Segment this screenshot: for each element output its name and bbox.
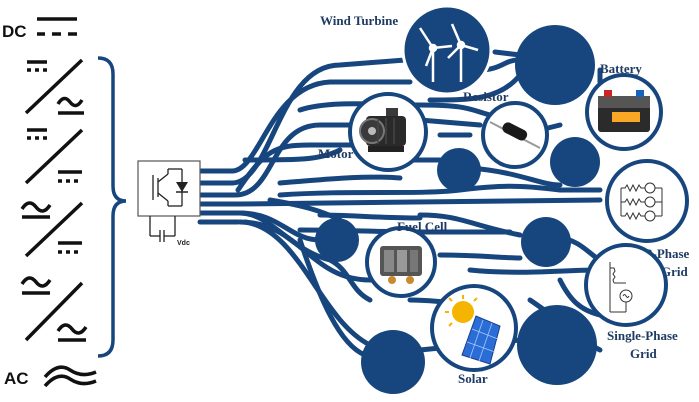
igbt-switch-icon xyxy=(152,168,183,207)
ac-symbol-underline-icon xyxy=(43,374,97,388)
solar-panel-icon xyxy=(445,295,501,365)
single-phase-label-line2: Grid xyxy=(630,346,657,361)
fuel-cell-node: Fuel Cell xyxy=(365,219,448,298)
battery-node: Battery xyxy=(585,61,663,151)
center-small-circle xyxy=(437,148,481,192)
dc-capacitor-icon xyxy=(149,216,176,242)
power-converter-block: Vdc xyxy=(137,160,201,247)
wind-turbine-icon xyxy=(418,23,479,82)
battery-icon xyxy=(598,90,650,132)
legend-brace xyxy=(97,56,127,358)
resistor-node: Resistor xyxy=(463,89,549,169)
resistor-icon xyxy=(489,121,541,149)
bottom-right-circle xyxy=(517,305,597,385)
dc-to-dc-icon xyxy=(24,128,84,185)
vdc-label: Vdc xyxy=(177,240,190,247)
conversion-legend: DC xyxy=(2,17,97,388)
dc-label: DC xyxy=(2,22,27,41)
solar-label: Solar xyxy=(458,371,488,386)
converter-box xyxy=(137,160,201,217)
fuel-cell-icon xyxy=(380,246,422,284)
dc-symbol-icon xyxy=(37,17,77,36)
ac-label: AC xyxy=(4,369,29,388)
battery-label: Battery xyxy=(600,61,642,76)
motor-label: Motor xyxy=(318,146,354,161)
ac-symbol-icon xyxy=(43,365,97,379)
wind-turbine-node: Wind Turbine xyxy=(320,4,493,96)
resistor-label: Resistor xyxy=(463,89,509,104)
single-phase-grid-icon xyxy=(609,262,633,313)
single-phase-label-line1: Single-Phase xyxy=(607,328,678,343)
three-phase-grid-icon xyxy=(620,182,663,222)
solar-node: Solar xyxy=(430,284,518,386)
wind-turbine-label: Wind Turbine xyxy=(320,13,398,28)
motor-node: Motor xyxy=(318,92,428,172)
motor-icon xyxy=(359,108,406,152)
right-mid-circle xyxy=(550,137,600,187)
ac-to-ac-icon xyxy=(20,276,88,342)
fuel-cell-label: Fuel Cell xyxy=(397,219,448,234)
top-right-circle xyxy=(515,25,595,105)
three-phase-grid-node: 3-Phase Grid xyxy=(605,159,690,279)
left-small-circle xyxy=(315,218,359,262)
dc-to-ac-icon xyxy=(24,58,84,115)
node-circles xyxy=(315,25,600,394)
ac-to-dc-icon xyxy=(20,201,84,258)
single-phase-grid-node: Single-Phase Grid xyxy=(584,243,678,361)
three-phase-label-line2: Grid xyxy=(661,264,688,279)
diode-icon xyxy=(176,182,188,192)
center-right-circle xyxy=(521,217,571,267)
bottom-left-circle xyxy=(361,330,425,394)
